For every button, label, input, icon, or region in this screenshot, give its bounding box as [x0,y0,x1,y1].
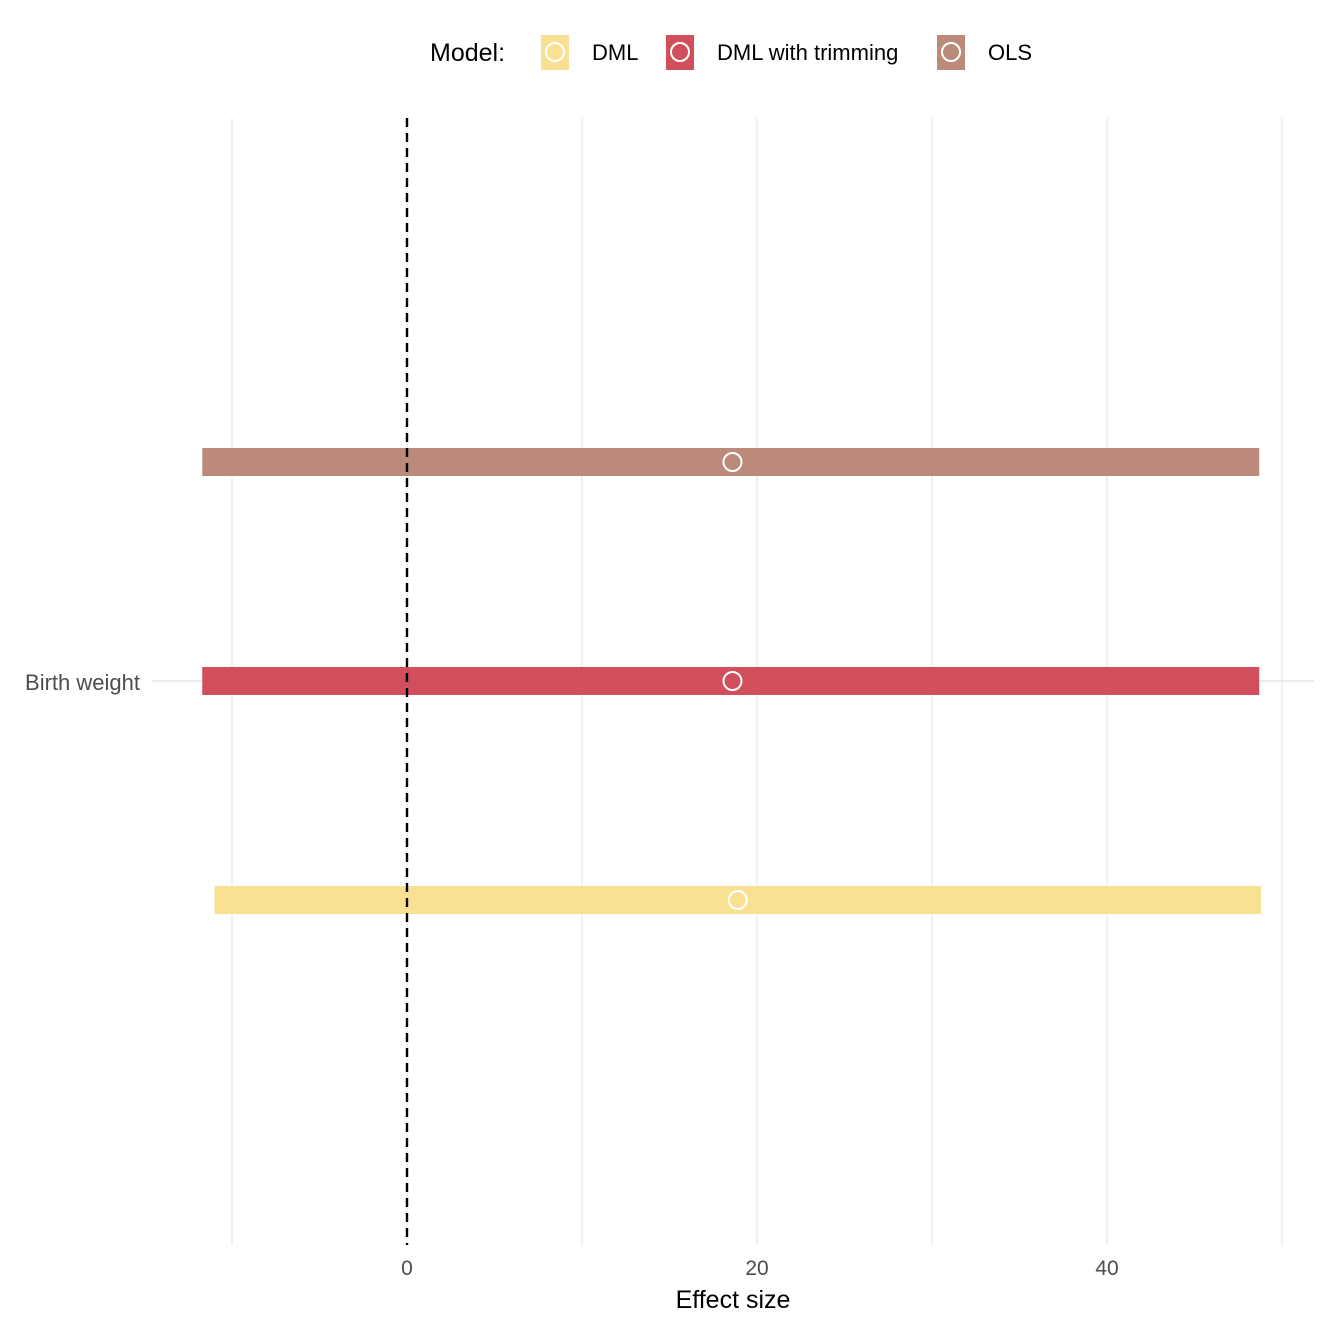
x-tick-label: 0 [401,1257,413,1280]
estimate-point-dml [727,890,748,910]
legend-label: OLS [988,40,1032,65]
legend-key-point [941,42,961,62]
estimate-point-dml-with-trimming [722,671,743,691]
legend: Model: DML DML with trimming OLS [430,35,1032,70]
legend-label: DML [592,40,638,65]
y-tick-label: Birth weight [25,670,140,695]
x-axis-title: Effect size [676,1286,791,1314]
legend-key-point [670,42,690,62]
y-axis-labels: Birth weight [25,670,140,695]
estimate-point-ols [722,452,743,472]
x-tick-label: 40 [1095,1257,1118,1280]
legend-title: Model: [430,39,505,67]
legend-label: DML with trimming [717,40,898,65]
estimate-points [722,452,748,910]
x-tick-label: 20 [745,1257,768,1280]
legend-key-point [545,42,565,62]
x-axis-ticks: 0 20 40 [401,1257,1119,1280]
